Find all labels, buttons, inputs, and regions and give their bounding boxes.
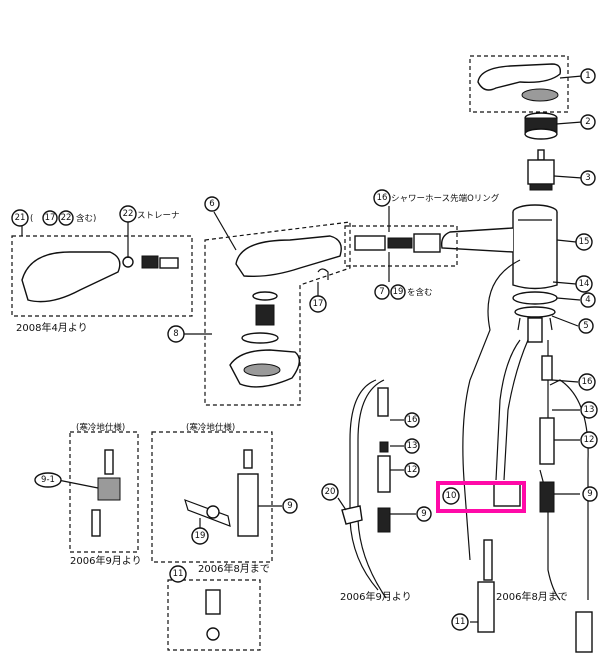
- svg-text:11: 11: [455, 617, 466, 627]
- callout-3: 3: [580, 170, 596, 186]
- date-sep2006-left: 2006年9月より: [70, 554, 142, 567]
- svg-text:9: 9: [287, 501, 292, 511]
- hose-20: [341, 379, 391, 599]
- callout-5: 5: [578, 318, 594, 334]
- svg-text:2: 2: [585, 117, 590, 127]
- handle-box: [469, 55, 569, 113]
- callout-7: 7: [374, 284, 390, 300]
- callout-19-inline: 19: [390, 284, 406, 300]
- includes-19-label: を含む: [407, 287, 433, 298]
- callout-9a: 9: [582, 486, 598, 502]
- svg-text:16: 16: [582, 377, 593, 387]
- svg-text:15: 15: [579, 237, 590, 247]
- callout-12a: 12: [580, 431, 598, 449]
- callout-13b: 13: [404, 438, 420, 454]
- cold-valve-left-box: [69, 431, 139, 553]
- callout-19b: 19: [191, 527, 209, 545]
- svg-text:19: 19: [393, 287, 404, 297]
- callout-2: 2: [580, 114, 596, 130]
- svg-text:17: 17: [45, 213, 56, 223]
- svg-text:13: 13: [584, 405, 595, 415]
- highlight-box: [436, 481, 526, 513]
- svg-text:12: 12: [584, 435, 595, 445]
- callout-21: 21: [11, 209, 29, 227]
- svg-text:7: 7: [379, 287, 384, 297]
- svg-text:6: 6: [209, 199, 214, 209]
- svg-text:1: 1: [585, 71, 590, 81]
- callout-22b: 22: [119, 205, 137, 223]
- leader-lines: [21, 75, 583, 623]
- svg-text:10: 10: [446, 491, 457, 501]
- cold-type-mid: (寒冷地仕様): [186, 422, 235, 433]
- callout-17: 17: [309, 295, 327, 313]
- svg-text:4: 4: [585, 295, 590, 305]
- spray-head-box: [11, 235, 193, 317]
- includes-open: (: [30, 214, 33, 224]
- date-apr2008: 2008年4月より: [16, 321, 88, 334]
- svg-text:22: 22: [61, 213, 72, 223]
- callout-13a: 13: [580, 401, 598, 419]
- callout-9c: 9: [282, 498, 298, 514]
- shower-oring-label: シャワーホース先端Oリング: [391, 193, 500, 204]
- svg-text:17: 17: [313, 299, 324, 309]
- svg-text:16: 16: [377, 193, 388, 203]
- callout-16b: 16: [373, 189, 391, 207]
- date-sep2006-right: 2006年9月より: [340, 590, 412, 603]
- right-lower-parts: [477, 355, 593, 653]
- date-aug2006-mid: 2006年8月まで: [198, 562, 270, 575]
- shower-group-box: [204, 221, 351, 406]
- cold-type-left: (寒冷地仕様): [76, 422, 125, 433]
- callout-14: 14: [575, 275, 593, 293]
- hose-end-box: [344, 225, 458, 267]
- callout-9-1: 9-1: [34, 472, 62, 488]
- svg-text:21: 21: [15, 213, 26, 223]
- svg-text:9-1: 9-1: [41, 475, 55, 485]
- callout-11b: 11: [169, 565, 187, 583]
- strainer-label: ストレーナ: [137, 211, 180, 221]
- svg-text:19: 19: [195, 531, 206, 541]
- svg-text:12: 12: [407, 465, 418, 475]
- svg-text:9: 9: [421, 509, 426, 519]
- pipe-box-11: [167, 579, 261, 651]
- callout-15: 15: [575, 233, 593, 251]
- callout-6: 6: [204, 196, 220, 212]
- svg-text:3: 3: [585, 173, 590, 183]
- date-aug2006-right: 2006年8月まで: [496, 590, 568, 603]
- faucet-body: [440, 204, 558, 343]
- svg-text:22: 22: [123, 209, 134, 219]
- callout-12b: 12: [404, 462, 420, 478]
- includes-label: 含む): [76, 213, 96, 224]
- svg-text:13: 13: [407, 441, 418, 451]
- svg-text:5: 5: [583, 321, 588, 331]
- callouts: 1 2 3 15 14 4 5 16 13 12 9 11 10 16 7 19…: [11, 68, 598, 631]
- callout-22a: 22: [58, 210, 74, 226]
- part-cartridge: [527, 149, 555, 191]
- svg-text:20: 20: [325, 487, 336, 497]
- callout-11a: 11: [451, 613, 469, 631]
- text-labels: シャワーホース先端Oリング ストレーナ ( 含む) を含む 2008年4月より …: [16, 193, 568, 603]
- svg-text:11: 11: [173, 569, 184, 579]
- svg-text:9: 9: [587, 489, 592, 499]
- callout-1: 1: [580, 68, 596, 84]
- svg-text:14: 14: [579, 279, 590, 289]
- callout-16c: 16: [404, 412, 420, 428]
- svg-text:8: 8: [173, 329, 178, 339]
- cold-valve-mid-box: [151, 431, 273, 563]
- callout-16a: 16: [578, 373, 596, 391]
- part-cap: [524, 112, 558, 140]
- callout-10: 10: [442, 487, 460, 505]
- callout-9b: 9: [416, 506, 432, 522]
- clip-17: [317, 268, 329, 280]
- svg-text:16: 16: [407, 415, 418, 425]
- callout-8: 8: [167, 325, 185, 343]
- callout-20: 20: [321, 483, 339, 501]
- callout-4: 4: [580, 292, 596, 308]
- callout-17b: 17: [42, 210, 58, 226]
